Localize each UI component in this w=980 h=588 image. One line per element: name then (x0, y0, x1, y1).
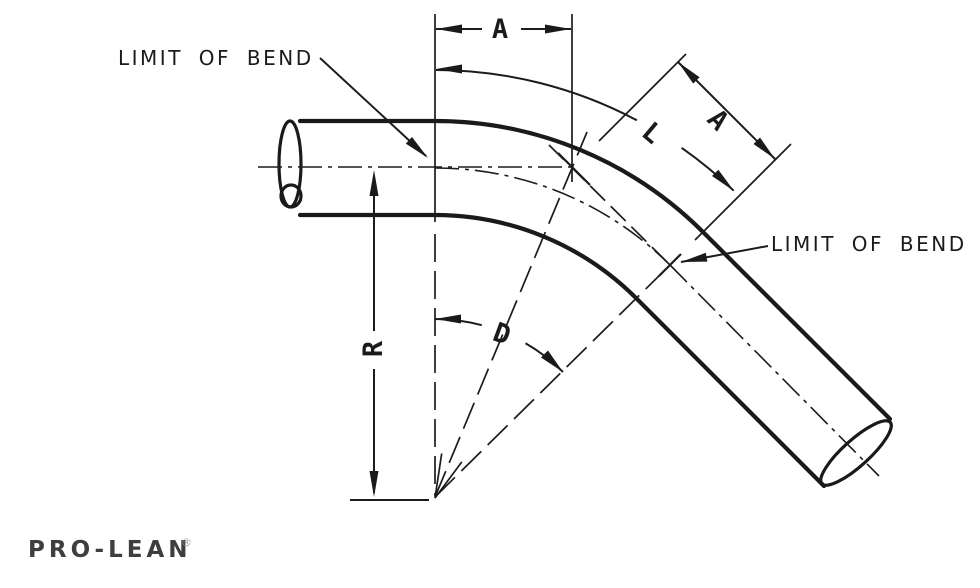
dimension-l-arc: L (435, 64, 735, 192)
dimension-a-top: A (436, 14, 571, 45)
arrowhead-right-icon (545, 24, 571, 34)
arrowhead-left-icon (436, 64, 462, 74)
extension-line-from-limit (694, 143, 792, 241)
dim-r-label: R (358, 340, 389, 357)
callout-limit-of-bend-left: LIMIT OF BEND (118, 46, 428, 158)
logo: PRO-LEAN ® (28, 536, 192, 563)
apex-arrowhead (434, 453, 463, 499)
vertex-cross-tick (557, 152, 591, 186)
construction-lines (434, 14, 682, 499)
tube-centerline (258, 144, 880, 477)
dim-l-arc-left (435, 69, 638, 122)
dim-a-leg-label: A (701, 104, 734, 137)
centerline-straight-leg-right (669, 264, 880, 477)
registered-mark-icon: ® (181, 536, 192, 549)
limit-of-bend-right-label: LIMIT OF BEND (771, 232, 967, 256)
extension-line-from-vertex (598, 53, 687, 142)
arrowhead-down-icon (369, 471, 379, 497)
callout-limit-of-bend-right: LIMIT OF BEND (680, 232, 967, 263)
dim-l-label: L (635, 116, 667, 150)
arrowhead-icon (681, 252, 708, 262)
tube-right-end-cap (819, 419, 893, 487)
arrowhead-up-icon (678, 62, 700, 84)
dim-a-top-label: A (492, 14, 508, 45)
arrowhead-left-icon (436, 24, 462, 34)
leader-line (319, 57, 427, 157)
arrowhead-left-icon (435, 314, 461, 324)
tube-outer-edge (297, 118, 893, 422)
limit-of-bend-left-label: LIMIT OF BEND (118, 46, 314, 70)
arrowhead-up-icon (369, 170, 379, 196)
arrowhead-right-icon (541, 350, 563, 372)
limit-of-bend-tick (658, 253, 682, 277)
dimension-r: R (350, 170, 429, 501)
dimension-a-leg: A (598, 53, 792, 241)
tube-left-end-loop (279, 183, 303, 209)
apex-to-vertex-line (434, 131, 588, 498)
logo-text: PRO-LEAN (28, 537, 192, 563)
radius-line-to-limit-of-bend (434, 264, 671, 498)
dim-d-label: D (489, 317, 515, 352)
arrowhead-down-icon (753, 137, 775, 159)
arrowhead-icon (405, 137, 428, 158)
centerline-bend-arc (434, 167, 671, 266)
tube-outline (277, 118, 893, 489)
arrowhead-end-icon (712, 169, 734, 191)
dimension-d-angle: D (434, 314, 564, 373)
